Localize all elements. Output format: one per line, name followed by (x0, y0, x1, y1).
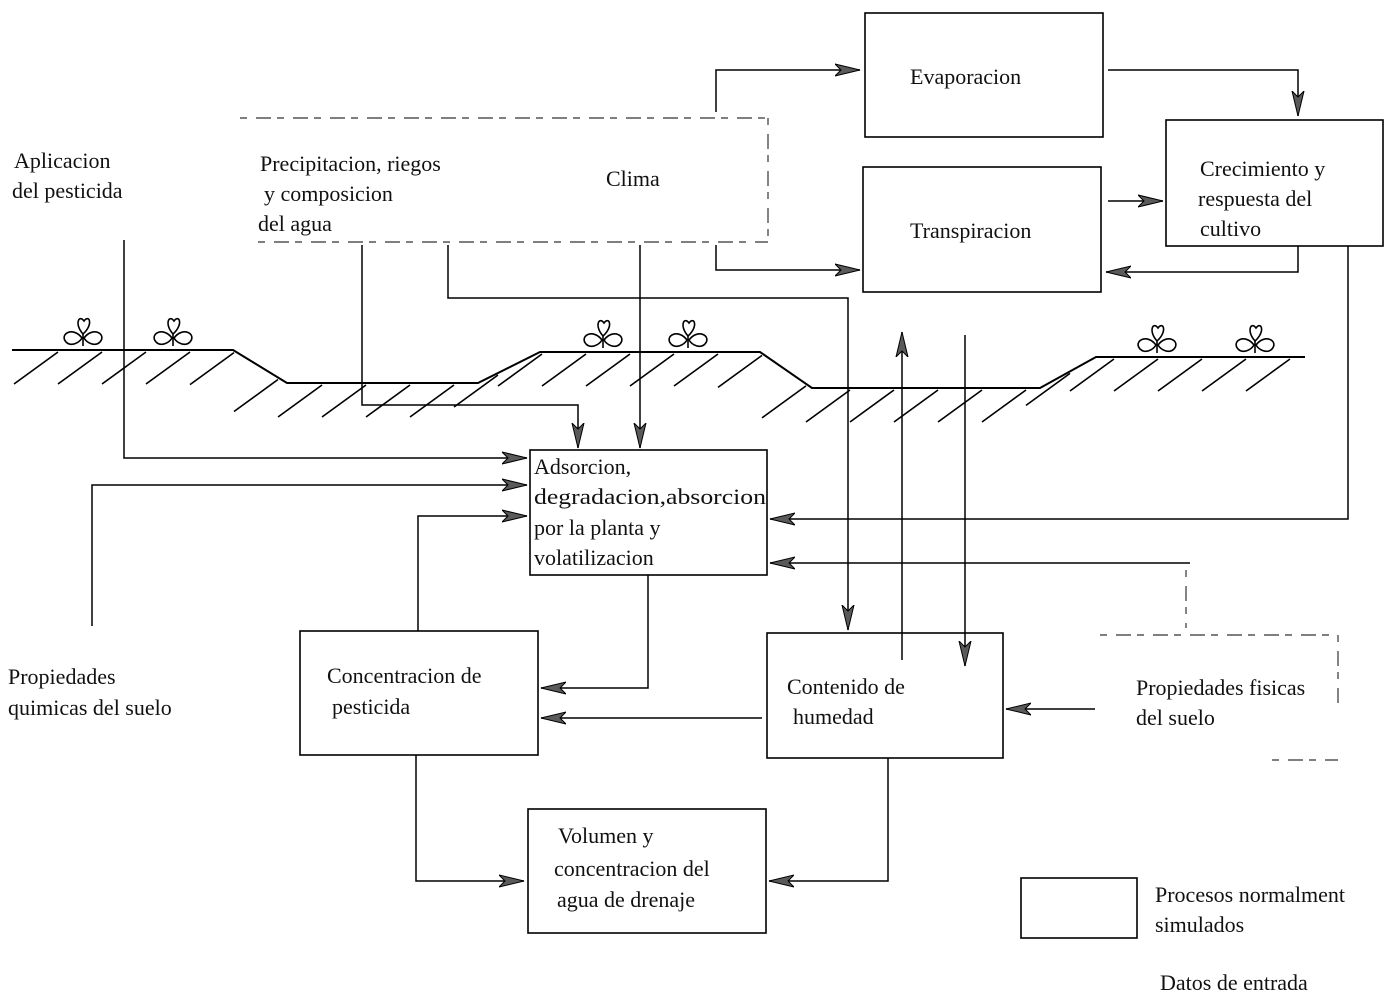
plant-icon (1236, 326, 1274, 353)
adsorcion-label: Adsorcion, (534, 454, 631, 479)
arrow-clima-to-transpiracion (716, 245, 860, 270)
clima-label: Clima (606, 166, 660, 191)
arrow-clima-to-evaporacion (716, 70, 860, 112)
arrow-adsorcion-to-concentracion (541, 575, 648, 688)
soil-hatch-line (982, 390, 1026, 422)
soil-hatch-line (718, 355, 762, 387)
adsorcion-label: degradacion,absorcion (534, 484, 766, 509)
propiedades-quimicas-label: quimicas del suelo (8, 695, 172, 720)
propiedades-fisicas-label: Propiedades fisicas (1136, 675, 1305, 700)
soil-hatch-line (234, 380, 278, 412)
soil-hatch-line (1202, 359, 1246, 391)
precipitacion-label: y composicion (264, 181, 393, 206)
legend-processes-label: Procesos normalment (1155, 882, 1345, 907)
crecimiento-label: Crecimiento y (1200, 156, 1325, 181)
plant-icon (669, 321, 707, 348)
arrow-contenido-to-volumen (769, 758, 888, 881)
plant-icon (584, 321, 622, 348)
volumen-label: agua de drenaje (557, 887, 695, 912)
soil-hatch-line (278, 385, 322, 417)
soil-hatch-line (454, 375, 498, 407)
plant-icon (154, 319, 192, 346)
propiedades-fisicas-label: del suelo (1136, 705, 1215, 730)
transpiracion-label: Transpiracion (910, 218, 1031, 243)
volumen-label: Volumen y (558, 823, 654, 848)
soil-hatch-line (410, 385, 454, 417)
soil-profile (12, 350, 1305, 422)
precipitacion-label: del agua (258, 211, 332, 236)
concentracion-label: Concentracion de (327, 663, 482, 688)
soil-hatch-line (1026, 373, 1070, 405)
crecimiento-label: respuesta del (1198, 186, 1312, 211)
soil-hatch-line (1070, 359, 1114, 391)
legend-processes-label: simulados (1155, 912, 1244, 937)
aplicacion-label: del pesticida (12, 178, 123, 203)
contenido-label: humedad (793, 704, 874, 729)
aplicacion-label: Aplicacion (14, 148, 111, 173)
soil-hatch-line (322, 385, 366, 417)
arrow-crecimiento-to-transpiracion (1106, 246, 1298, 272)
volumen-label: concentracion del (554, 856, 710, 881)
plant-icon (1138, 326, 1176, 353)
arrow-concentracion-to-adsorcion (418, 516, 527, 631)
soil-hatch-line (1114, 359, 1158, 391)
soil-hatch-line (630, 354, 674, 386)
soil-hatch-line (146, 352, 190, 384)
concentracion-label: pesticida (332, 694, 410, 719)
adsorcion-label: volatilizacion (534, 545, 654, 570)
ground-surface-line (12, 350, 1305, 388)
arrow-evaporacion-to-crecimiento (1108, 70, 1298, 116)
legend-inputs-label: Datos de entrada (1160, 970, 1308, 995)
crecimiento-box (1166, 120, 1383, 246)
soil-hatch-line (894, 390, 938, 422)
crop-plants (64, 319, 1274, 353)
precipitacion-label: Precipitacion, riegos (260, 151, 441, 176)
soil-hatch-line (938, 390, 982, 422)
plant-icon (64, 319, 102, 346)
soil-hatch-line (542, 354, 586, 386)
soil-hatch-line (14, 352, 58, 384)
soil-hatch-line (1158, 359, 1202, 391)
adsorcion-label: por la planta y (534, 515, 660, 540)
crecimiento-label: cultivo (1200, 216, 1261, 241)
soil-hatching (14, 352, 1290, 422)
arrow-quimicas-to-adsorcion (92, 485, 527, 626)
soil-hatch-line (190, 353, 234, 385)
soil-hatch-line (1246, 359, 1290, 391)
soil-hatch-line (762, 386, 806, 418)
soil-hatch-line (850, 390, 894, 422)
soil-hatch-line (806, 390, 850, 422)
soil-hatch-line (674, 354, 718, 386)
soil-hatch-line (58, 352, 102, 384)
evaporacion-label: Evaporacion (910, 64, 1021, 89)
legend-process-swatch (1021, 878, 1137, 938)
contenido-label: Contenido de (787, 674, 905, 699)
arrow-concentracion-to-volumen (416, 755, 524, 881)
arrow-precipitacion-to-adsorcion (362, 245, 578, 448)
propiedades-quimicas-label: Propiedades (8, 664, 116, 689)
soil-hatch-line (366, 385, 410, 417)
concentracion-box (300, 631, 538, 755)
soil-hatch-line (586, 354, 630, 386)
